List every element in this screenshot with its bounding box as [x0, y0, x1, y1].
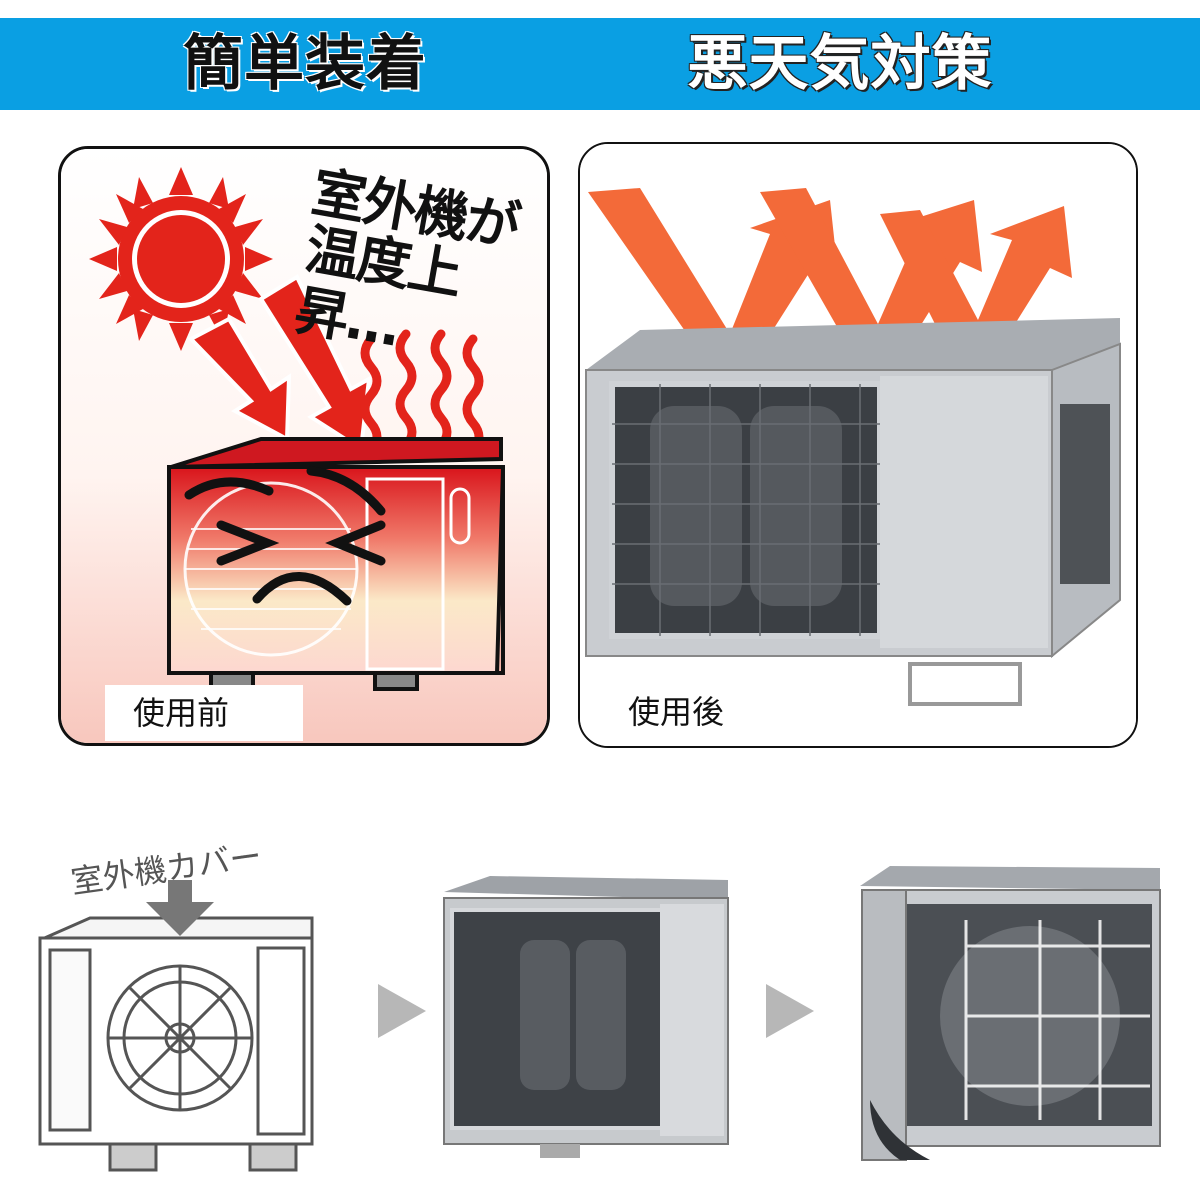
heat-wave-icon: [360, 329, 484, 456]
step2-covered-unit: [443, 876, 729, 1158]
banner-title-bad-weather: 悪天気対策: [687, 29, 993, 99]
before-panel: 室外機が 温度上昇… 使用前: [58, 146, 550, 746]
installation-steps: 室外機カバー: [0, 770, 1200, 1200]
covered-ac-unit: [585, 318, 1121, 706]
step1-bare-unit: [38, 916, 314, 1172]
top-banner: 簡単装着 悪天気対策: [0, 18, 1200, 110]
before-caption: 使用前: [105, 685, 303, 741]
after-caption: 使用後: [610, 684, 798, 740]
down-arrow-icon: [146, 880, 214, 936]
sun-ray-arrows: [187, 274, 372, 453]
after-panel: 使用後: [578, 142, 1138, 748]
banner-title-easy-install: 簡単装着: [183, 29, 427, 99]
step3-covered-unit-open: [860, 866, 1161, 1161]
after-illustration: [580, 144, 1136, 746]
installation-steps-illustration: [38, 866, 1161, 1172]
before-illustration: [61, 149, 547, 743]
distressed-face-icon: [184, 466, 386, 606]
next-step-arrow-icon: [378, 984, 426, 1038]
deflected-heat-arrows-icon: [588, 188, 1072, 366]
next-step-arrow-icon-2: [766, 984, 814, 1038]
sun-icon: [89, 167, 273, 351]
